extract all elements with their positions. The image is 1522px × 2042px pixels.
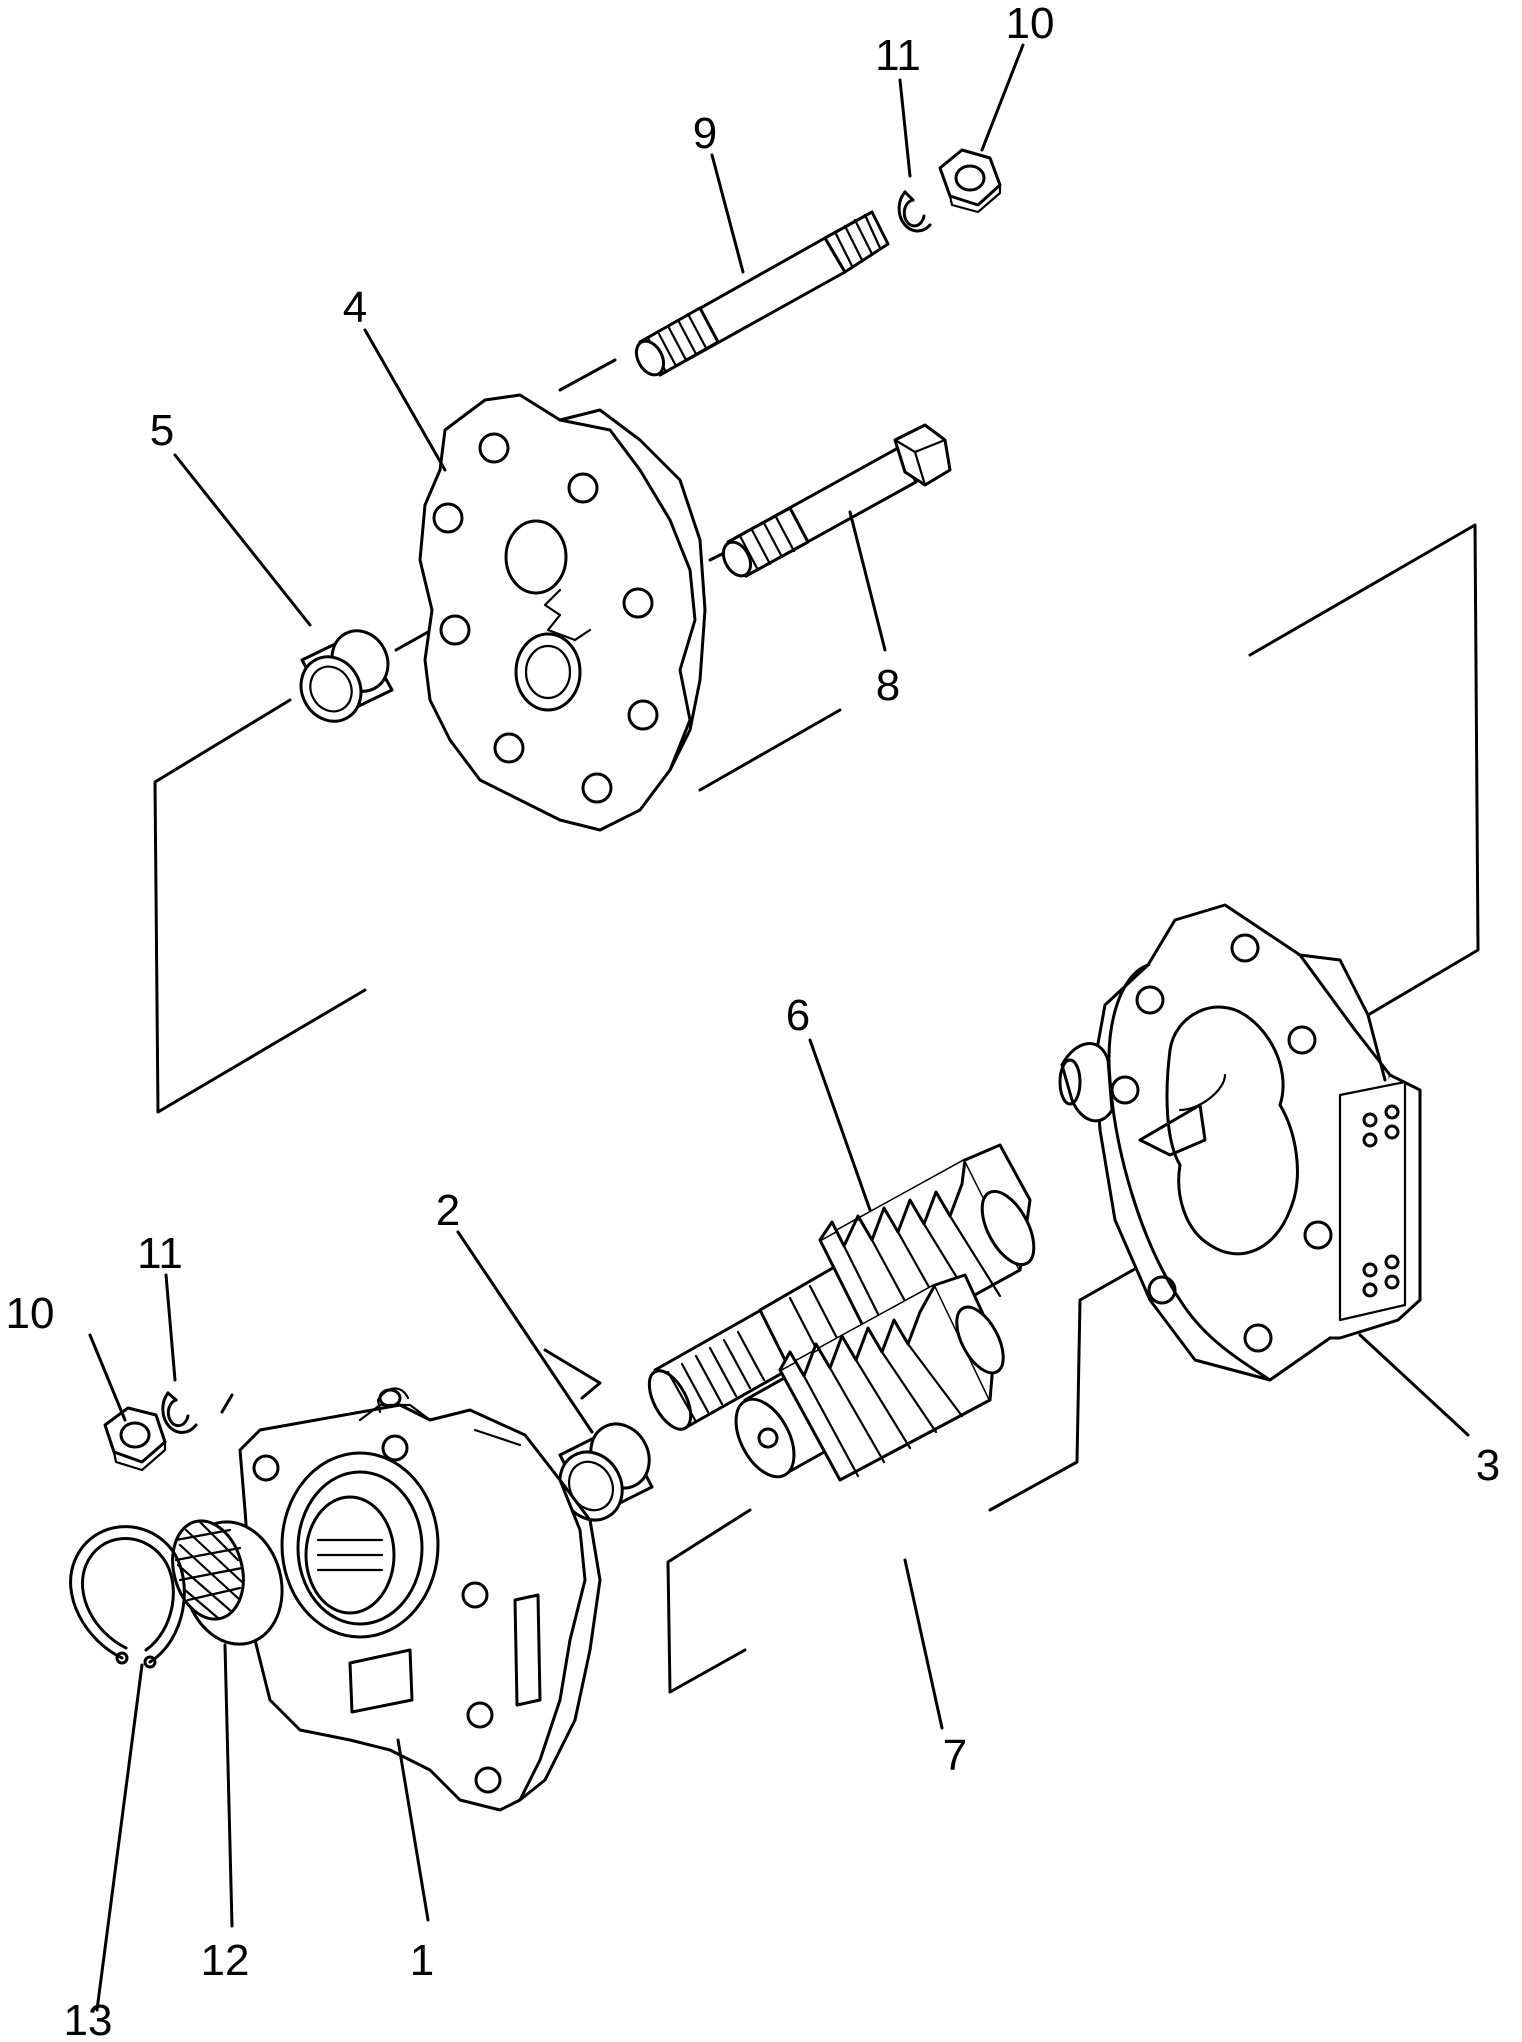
part-9-stud	[634, 210, 890, 377]
part-5-bushing	[299, 629, 394, 723]
part-11-washer-top	[897, 190, 932, 233]
callout-10-bottom: 10	[6, 1289, 55, 1338]
part-11-washer-bottom	[161, 1391, 198, 1434]
callout-12: 12	[201, 1936, 250, 1985]
part-1-front-cover	[238, 1387, 602, 1812]
part-10-nut-bottom	[103, 1406, 167, 1472]
callout-13: 13	[64, 1996, 113, 2042]
part-13-snap-ring	[69, 1525, 186, 1669]
callout-8: 8	[876, 661, 900, 710]
part-10-nut-top	[938, 148, 1002, 214]
callout-10-top: 10	[1006, 0, 1055, 48]
part-7-driven-gear	[734, 1273, 1005, 1482]
callout-11-top: 11	[875, 31, 921, 80]
callout-11-bottom: 11	[137, 1229, 183, 1278]
callout-7: 7	[943, 1731, 967, 1780]
part-3-pump-body	[1058, 903, 1422, 1382]
leader-lines	[88, 43, 1470, 2012]
part-12-strainer	[171, 1519, 284, 1646]
callout-4: 4	[343, 283, 367, 332]
callout-2: 2	[436, 1186, 460, 1235]
callout-6: 6	[786, 991, 810, 1040]
callout-9: 9	[693, 109, 717, 158]
callout-labels: 1 2 3 4 5 6 7 8 9 10 10 11 11 12 13	[6, 0, 1501, 2042]
part-8-bolt	[721, 423, 952, 578]
callout-3: 3	[1476, 1441, 1500, 1490]
callout-5: 5	[150, 406, 174, 455]
callout-1: 1	[410, 1936, 434, 1985]
part-4-cover-plate	[418, 393, 707, 832]
part-6-drive-gear-shaft	[647, 1143, 1036, 1431]
